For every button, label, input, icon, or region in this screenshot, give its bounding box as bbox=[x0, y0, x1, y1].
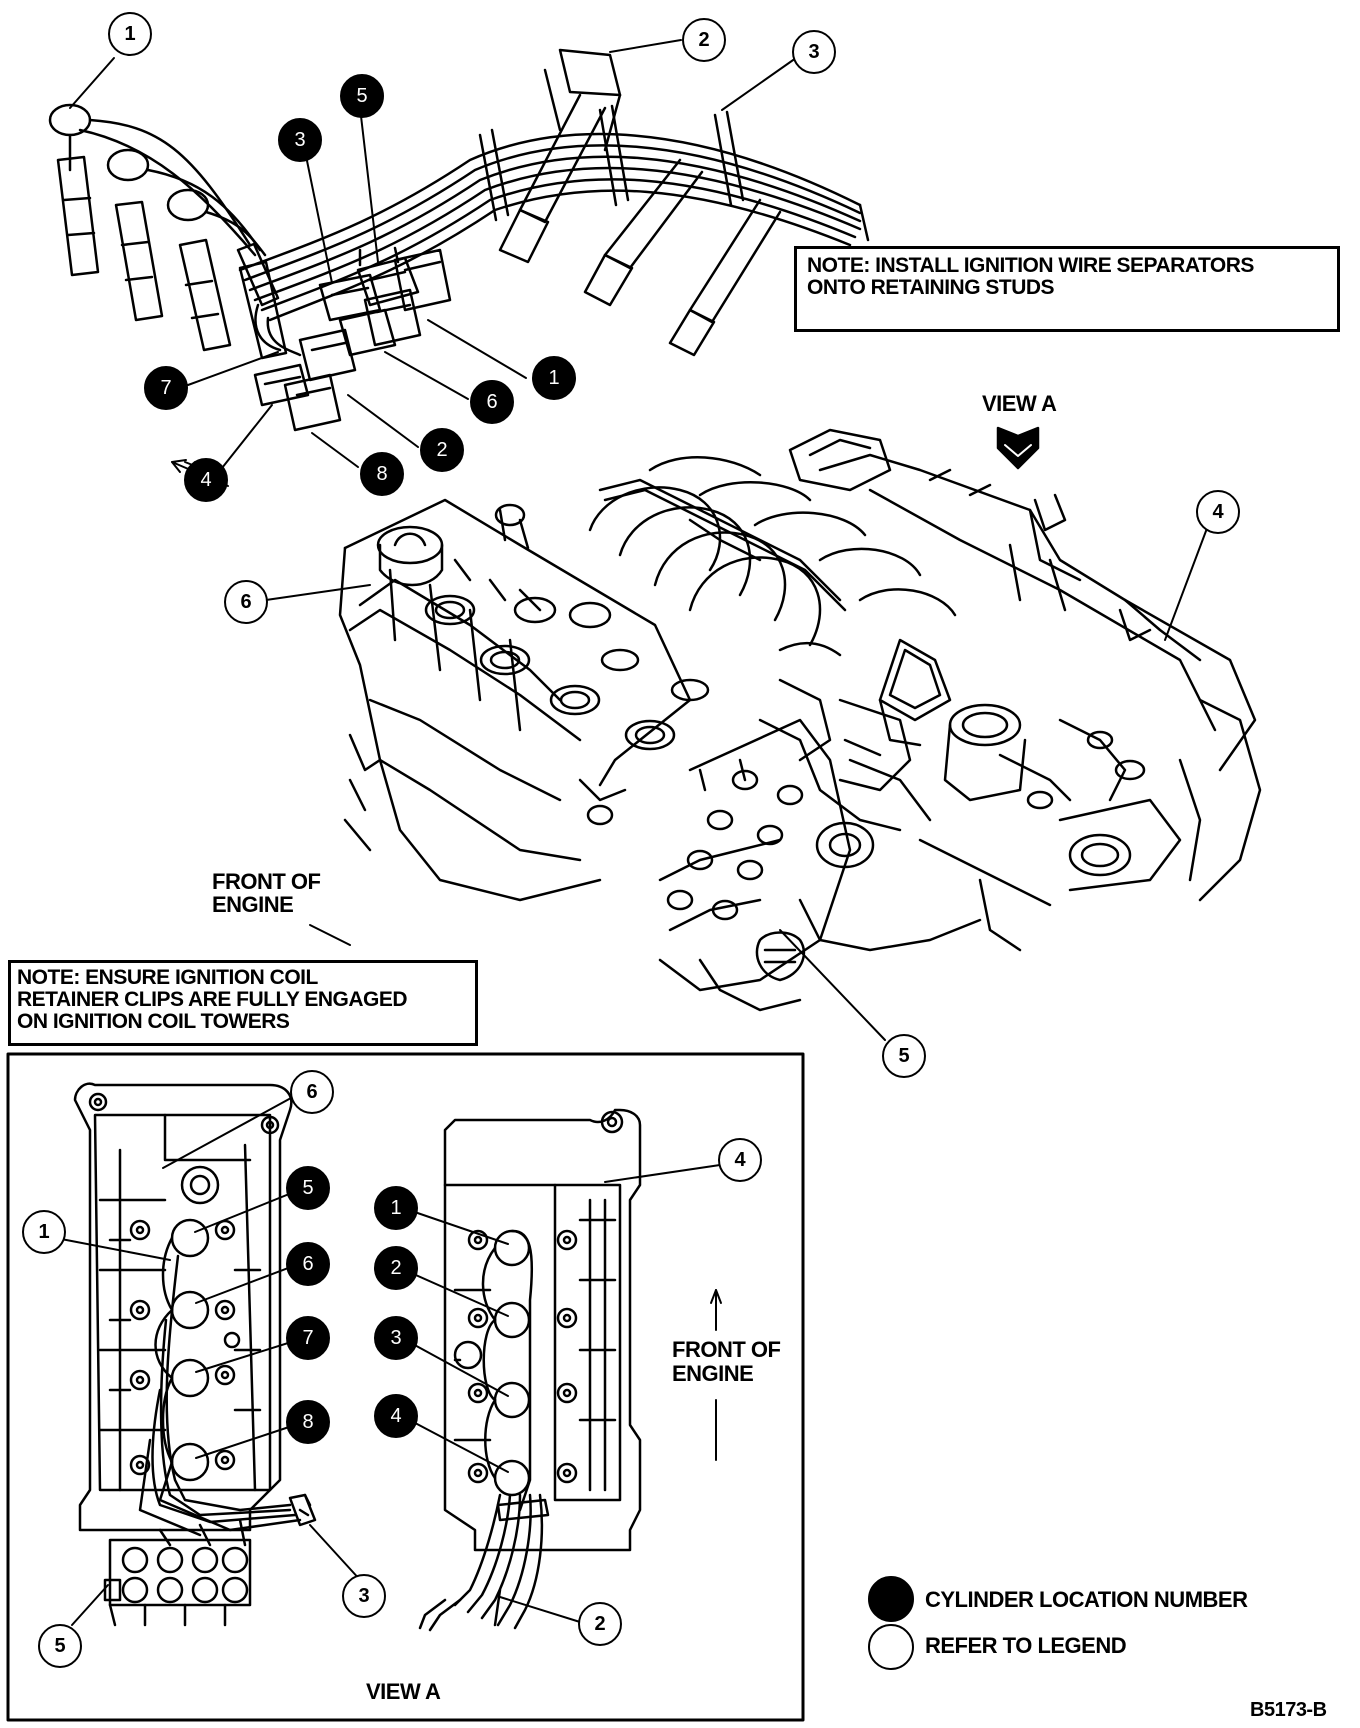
note-wire-separators: NOTE: INSTALL IGNITION WIRE SEPARATORS O… bbox=[794, 246, 1340, 332]
cylinder-8-top: 8 bbox=[360, 452, 404, 496]
note-retainer-clips: NOTE: ENSURE IGNITION COIL RETAINER CLIP… bbox=[8, 960, 478, 1046]
inset-leaders bbox=[55, 1097, 721, 1626]
top-leaders bbox=[69, 39, 797, 469]
cylinder-7-inset: 7 bbox=[286, 1316, 330, 1360]
view-a-pointer-label: VIEW A bbox=[982, 391, 1057, 416]
front-of-engine-inset-line1: FRONT OF bbox=[672, 1337, 781, 1362]
engine-assembly bbox=[338, 428, 1262, 1012]
callout-ref-1-inset: 1 bbox=[22, 1210, 66, 1254]
note-retainer-line3: ON IGNITION COIL TOWERS bbox=[17, 1010, 290, 1034]
callout-ref-2-top: 2 bbox=[682, 18, 726, 62]
cylinder-5-top: 5 bbox=[340, 74, 384, 118]
cylinder-3-inset: 3 bbox=[374, 1316, 418, 1360]
spark-plug-boots-left bbox=[48, 103, 288, 360]
cylinder-1-top: 1 bbox=[532, 356, 576, 400]
cylinder-6-inset: 6 bbox=[286, 1242, 330, 1286]
ignition-coils-top bbox=[253, 246, 452, 432]
callout-ref-5-inset: 5 bbox=[38, 1624, 82, 1668]
inset-frame bbox=[6, 1052, 805, 1722]
view-a-arrow bbox=[996, 426, 1040, 470]
callout-ref-4-main: 4 bbox=[1196, 490, 1240, 534]
cylinder-5-inset: 5 bbox=[286, 1166, 330, 1210]
legend-refer-text: REFER TO LEGEND bbox=[925, 1633, 1127, 1658]
callout-ref-1-top: 1 bbox=[108, 12, 152, 56]
callout-ref-3-top: 3 bbox=[792, 30, 836, 74]
ignition-wire-bundle bbox=[236, 48, 870, 357]
cylinder-7-top: 7 bbox=[144, 366, 188, 410]
cylinder-1-inset: 1 bbox=[374, 1186, 418, 1230]
callout-ref-3-inset: 3 bbox=[342, 1574, 386, 1618]
inset-left-valve-cover bbox=[73, 1082, 317, 1627]
cylinder-2-inset: 2 bbox=[374, 1246, 418, 1290]
front-arrow-inset bbox=[710, 1289, 722, 1461]
callout-ref-2-inset: 2 bbox=[578, 1602, 622, 1646]
note-retainer-line1: NOTE: ENSURE IGNITION COIL bbox=[17, 966, 318, 989]
note-separators-line2: ONTO RETAINING STUDS bbox=[807, 276, 1055, 300]
cylinder-6-top: 6 bbox=[470, 380, 514, 424]
inset-right-valve-cover bbox=[418, 1108, 642, 1632]
figure-id: B5173-B bbox=[1250, 1699, 1327, 1721]
legend-open-circle-symbol bbox=[868, 1624, 914, 1670]
front-of-engine-main-line2: ENGINE bbox=[212, 892, 294, 917]
cylinder-3-top: 3 bbox=[278, 118, 322, 162]
callout-ref-6-main: 6 bbox=[224, 580, 268, 624]
note-retainer-line2: RETAINER CLIPS ARE FULLY ENGAGED bbox=[17, 988, 408, 1012]
front-of-engine-main-line1: FRONT OF bbox=[212, 869, 321, 894]
note-separators-line1: NOTE: INSTALL IGNITION WIRE SEPARATORS bbox=[807, 254, 1254, 277]
legend-solid-circle-symbol bbox=[868, 1576, 914, 1622]
callout-ref-4-inset: 4 bbox=[718, 1138, 762, 1182]
engine-leaders bbox=[184, 461, 1213, 1041]
callout-ref-5-main: 5 bbox=[882, 1034, 926, 1078]
front-of-engine-inset-line2: ENGINE bbox=[672, 1361, 754, 1386]
cylinder-4-inset: 4 bbox=[374, 1394, 418, 1438]
callout-ref-6-inset: 6 bbox=[290, 1070, 334, 1114]
cylinder-2-top: 2 bbox=[420, 428, 464, 472]
view-a-inset-label: VIEW A bbox=[366, 1679, 441, 1704]
cylinder-8-inset: 8 bbox=[286, 1400, 330, 1444]
legend-cylinder-text: CYLINDER LOCATION NUMBER bbox=[925, 1587, 1248, 1612]
cylinder-4-top: 4 bbox=[184, 458, 228, 502]
